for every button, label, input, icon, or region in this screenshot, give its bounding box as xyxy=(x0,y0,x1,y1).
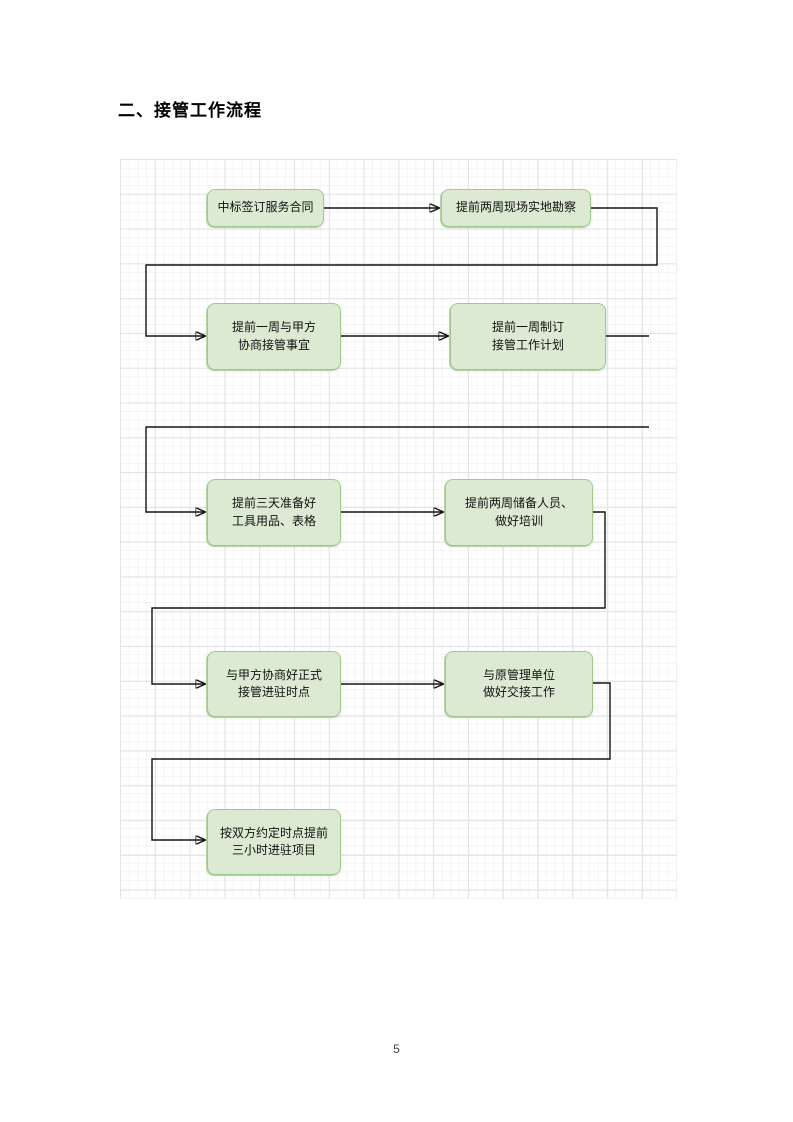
flow-node-label: 中标签订服务合同 xyxy=(217,200,314,215)
flow-node-label: 工具用品、表格 xyxy=(231,513,316,528)
flow-node-consult-partya: 提前一周与甲方 协商接管事宜 xyxy=(207,303,341,370)
flow-node-label: 三小时进驻项目 xyxy=(231,843,316,857)
flow-node-label: 按双方约定时点提前 xyxy=(219,825,328,840)
flow-node-label: 提前两周现场实地勘察 xyxy=(455,200,576,215)
connector-4-to-5 xyxy=(145,426,649,512)
flow-node-label: 提前一周制订 xyxy=(491,320,564,335)
flow-node-reserve-staff: 提前两周储备人员、 做好培训 xyxy=(445,479,593,546)
connector-layer xyxy=(145,159,658,899)
flow-node-label: 接管进驻时点 xyxy=(237,685,310,699)
flow-node-label: 提前三天准备好 xyxy=(231,496,316,511)
section-heading: 二、接管工作流程 xyxy=(118,101,262,120)
flowchart-canvas: 中标签订服务合同 提前两周现场实地勘察 提前一周与甲方 协商接管事宜 提前一周制… xyxy=(120,159,677,899)
connector-6-to-7 xyxy=(151,511,606,684)
flow-node-handover-work: 与原管理单位 做好交接工作 xyxy=(445,651,593,717)
page-number: 5 xyxy=(393,1042,400,1056)
connector-8-to-9 xyxy=(151,682,611,840)
flow-node-label: 做好培训 xyxy=(494,513,543,528)
flow-node-label: 提前一周与甲方 xyxy=(231,320,316,335)
flow-node-agree-time: 与甲方协商好正式 接管进驻时点 xyxy=(207,651,341,717)
flow-node-label: 协商接管事宜 xyxy=(237,337,310,352)
flow-node-win-bid: 中标签订服务合同 xyxy=(207,189,324,227)
flow-node-label: 做好交接工作 xyxy=(482,685,555,699)
flow-node-make-plan: 提前一周制订 接管工作计划 xyxy=(450,303,606,370)
connector-2-to-3 xyxy=(145,207,658,336)
flow-node-label: 与原管理单位 xyxy=(482,667,555,682)
flow-node-prepare-tools: 提前三天准备好 工具用品、表格 xyxy=(207,479,341,546)
flow-node-label: 接管工作计划 xyxy=(491,337,564,352)
flow-node-enter-project: 按双方约定时点提前 三小时进驻项目 xyxy=(207,809,341,875)
flow-node-site-survey: 提前两周现场实地勘察 xyxy=(441,189,591,227)
flow-node-label: 与甲方协商好正式 xyxy=(225,667,322,682)
flow-node-label: 提前两周储备人员、 xyxy=(464,496,573,511)
